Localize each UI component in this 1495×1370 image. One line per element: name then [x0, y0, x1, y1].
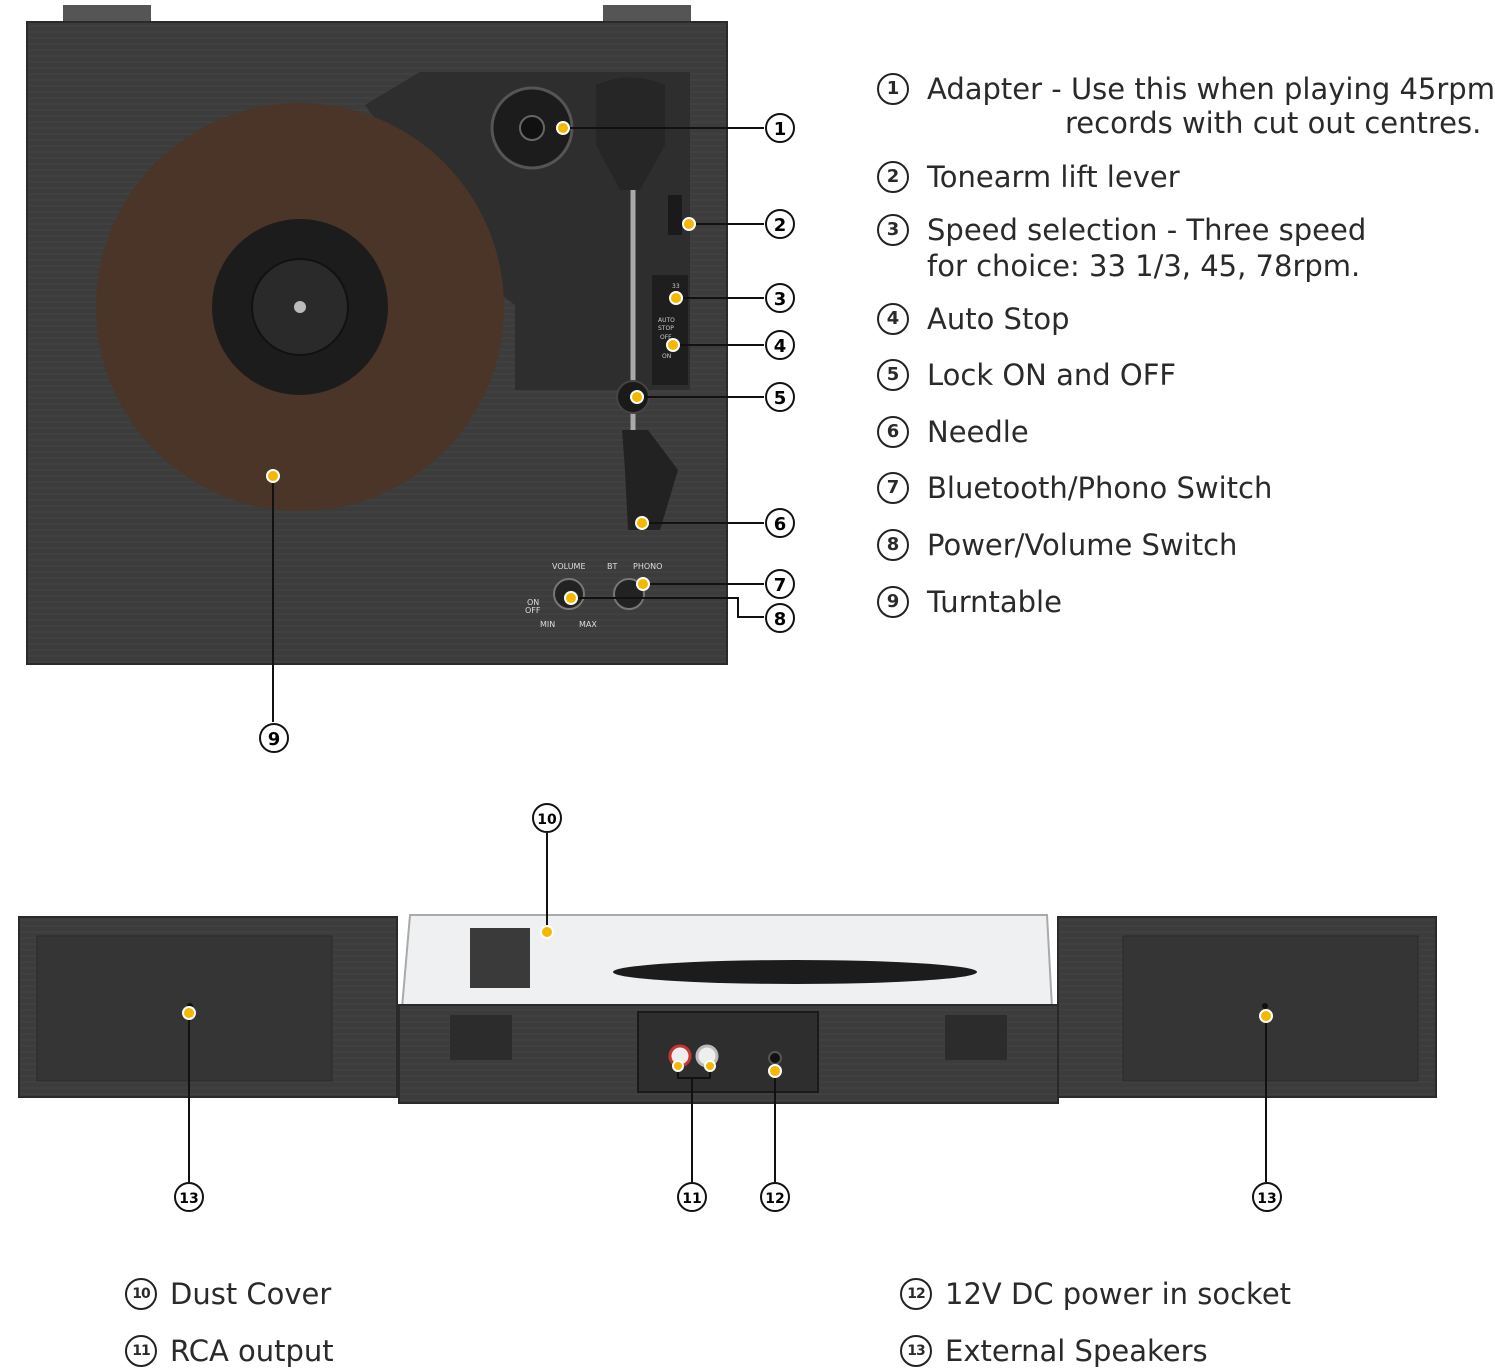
marker-6: [635, 516, 649, 530]
svg-text:8: 8: [774, 609, 787, 630]
marker-1: [556, 121, 570, 135]
legend-num-9: 9: [877, 586, 909, 618]
legend-num-6: 6: [877, 416, 909, 448]
svg-text:11: 11: [682, 1191, 701, 1207]
svg-text:13: 13: [1257, 1191, 1276, 1207]
volume-label: VOLUME: [552, 562, 586, 571]
callout-13a: 13: [174, 1182, 204, 1212]
legend-text-7: Bluetooth/Phono Switch: [927, 471, 1273, 505]
legend-num-13: 13: [900, 1335, 932, 1367]
lift-lever: [668, 195, 682, 235]
svg-text:5: 5: [774, 388, 787, 409]
callout-11: 11: [677, 1182, 707, 1212]
on-label-2: ON: [662, 353, 671, 360]
marker-10: [540, 925, 554, 939]
max-label: MAX: [579, 620, 597, 629]
callout-6: 6: [765, 508, 795, 538]
marker-8: [564, 591, 578, 605]
off-label-2: OFF: [660, 334, 672, 341]
legend-num-1: 1: [877, 73, 909, 105]
marker-9: [266, 469, 280, 483]
leader-lines: [188, 127, 1267, 1182]
legend-num-12: 12: [900, 1278, 932, 1310]
svg-text:12: 12: [765, 1191, 784, 1207]
marker-13a: [182, 1006, 196, 1020]
tonearm-counterweight: [596, 77, 665, 190]
marker-5: [630, 390, 644, 404]
dc-socket: [768, 1051, 782, 1065]
top-view: 33 AUTO STOP OFF ON VOLUME BT PHONO ON O…: [26, 5, 728, 665]
callout-8: 8: [765, 603, 795, 633]
svg-text:3: 3: [774, 289, 787, 310]
marker-4: [666, 338, 680, 352]
marker-7: [636, 577, 650, 591]
callout-badges: 1 2 3 4 5 6 7 8 9 10 11 12 13 13: [174, 113, 1282, 1212]
legend-text-11: RCA output: [170, 1334, 334, 1368]
svg-text:10: 10: [537, 812, 557, 828]
svg-text:13: 13: [179, 1191, 198, 1207]
svg-text:7: 7: [774, 575, 787, 596]
speed-label: 33: [672, 283, 680, 290]
callout-4: 4: [765, 330, 795, 360]
callout-7: 7: [765, 569, 795, 599]
legend-text-4: Auto Stop: [927, 302, 1070, 336]
marker-11a: [672, 1060, 684, 1072]
off-label: OFF: [525, 606, 541, 615]
legend-text-1: Adapter - Use this when playing 45rpm: [927, 72, 1495, 106]
legend-num-10: 10: [125, 1278, 157, 1310]
on-label: ON: [527, 598, 539, 607]
auto-label: AUTO: [658, 317, 675, 324]
hinge-right: [603, 5, 691, 25]
marker-3: [669, 291, 683, 305]
svg-text:2: 2: [774, 215, 787, 236]
legend-num-5: 5: [877, 359, 909, 391]
back-view: [18, 914, 1437, 1104]
legend-text-3b: for choice: 33 1/3, 45, 78rpm.: [927, 249, 1361, 283]
legend-text-12: 12V DC power in socket: [945, 1277, 1292, 1311]
legend-num-7: 7: [877, 472, 909, 504]
svg-text:6: 6: [774, 514, 787, 535]
legend-text-5: Lock ON and OFF: [927, 358, 1177, 392]
legend-num-8: 8: [877, 529, 909, 561]
legend-text-1b: records with cut out centres.: [1065, 106, 1482, 140]
svg-text:9: 9: [268, 729, 281, 750]
control-strip: [652, 275, 688, 385]
legend-num-2: 2: [877, 161, 909, 193]
callout-13b: 13: [1252, 1182, 1282, 1212]
svg-text:1: 1: [774, 119, 787, 140]
callout-9: 9: [259, 723, 289, 753]
legend-num-11: 11: [125, 1335, 157, 1367]
bt-label: BT: [607, 562, 617, 571]
markers: [182, 121, 1273, 1078]
callout-10: 10: [532, 803, 562, 833]
phono-label: PHONO: [633, 562, 662, 571]
rear-panel: [637, 1011, 819, 1093]
hinge-left: [63, 5, 151, 25]
stop-label: STOP: [658, 325, 674, 332]
min-label: MIN: [540, 620, 555, 629]
spindle: [294, 301, 306, 313]
legend-text-6: Needle: [927, 415, 1029, 449]
callout-3: 3: [765, 283, 795, 313]
legend-text-2: Tonearm lift lever: [927, 160, 1180, 194]
record: [613, 960, 977, 984]
marker-12: [768, 1064, 782, 1078]
legend-text-13: External Speakers: [945, 1334, 1208, 1368]
headshell: [622, 430, 678, 530]
marker-13b: [1259, 1009, 1273, 1023]
legend-text-9: Turntable: [927, 585, 1062, 619]
legend-text-10: Dust Cover: [170, 1277, 332, 1311]
legend-text-3: Speed selection - Three speed: [927, 213, 1367, 247]
callout-12: 12: [760, 1182, 790, 1212]
callout-5: 5: [765, 382, 795, 412]
marker-11b: [704, 1060, 716, 1072]
marker-2: [682, 217, 696, 231]
legend-num-3: 3: [877, 214, 909, 246]
callout-1: 1: [765, 113, 795, 143]
callout-2: 2: [765, 209, 795, 239]
legend-text-8: Power/Volume Switch: [927, 528, 1238, 562]
svg-text:4: 4: [774, 336, 787, 357]
legend-num-4: 4: [877, 303, 909, 335]
